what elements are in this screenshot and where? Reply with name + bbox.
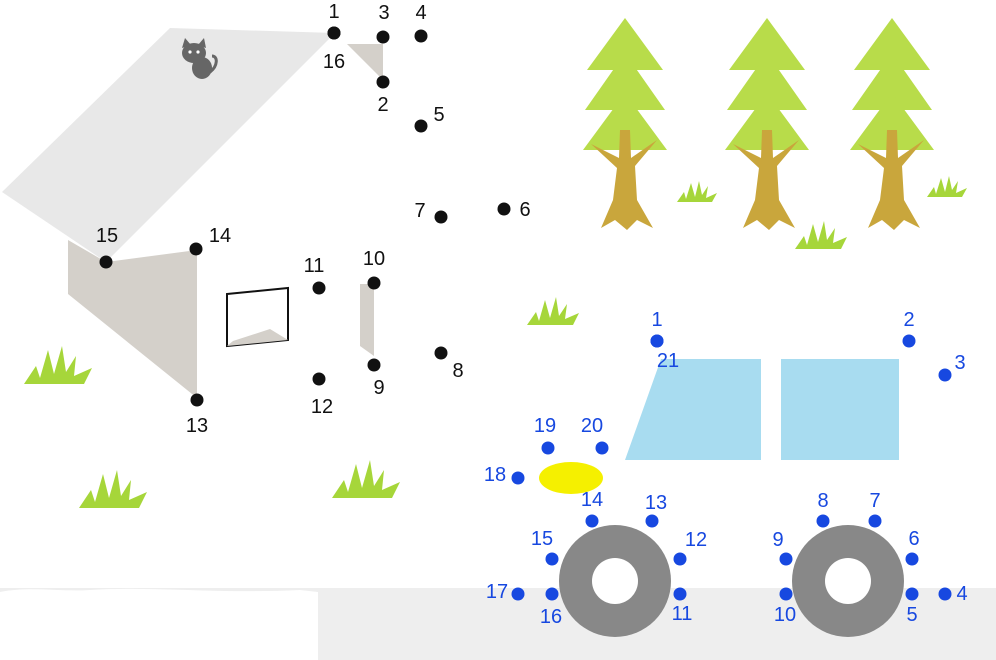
car-dot-label-18: 18 <box>483 464 507 486</box>
grass-icon <box>527 297 579 325</box>
house-wall-side <box>68 240 197 398</box>
house-dot-6 <box>497 202 511 216</box>
car-dot-10 <box>779 587 793 601</box>
house-dot-15 <box>99 255 113 269</box>
car-dot-label-11: 11 <box>671 603 693 625</box>
car-dot-7 <box>868 514 882 528</box>
car-dot-label-21: 21 <box>656 350 680 372</box>
house-dot-label-15: 15 <box>95 225 119 247</box>
car-dot-label-2: 2 <box>903 309 915 331</box>
house-dot-3 <box>376 30 390 44</box>
house-door <box>360 284 374 356</box>
tree-icon <box>725 18 809 230</box>
house-dot-label-16: 16 <box>322 51 346 73</box>
car-dot-label-10: 10 <box>773 604 797 626</box>
house-dot-label-9: 9 <box>373 377 385 399</box>
car-dot-9 <box>779 552 793 566</box>
house-dot-4 <box>414 29 428 43</box>
cat-icon <box>182 38 218 79</box>
car-dot-label-19: 19 <box>533 415 557 437</box>
house-dot-label-11: 11 <box>303 255 325 277</box>
tree-icon <box>850 18 934 230</box>
car-dot-8 <box>816 514 830 528</box>
car-dot-label-13: 13 <box>644 492 668 514</box>
house-dot-12 <box>312 372 326 386</box>
car-dot-13 <box>645 514 659 528</box>
car-dot-label-12: 12 <box>684 529 708 551</box>
car-dot-19 <box>541 441 555 455</box>
house-dot-5 <box>414 119 428 133</box>
house-dot-label-14: 14 <box>208 225 232 247</box>
grass-icon <box>927 176 967 197</box>
house-dot-label-13: 13 <box>185 415 209 437</box>
car-wheel-icon <box>792 525 904 637</box>
house-dot-label-2: 2 <box>377 94 389 116</box>
car-dot-3 <box>938 368 952 382</box>
car-dot-5 <box>905 587 919 601</box>
car-dot-label-7: 7 <box>869 490 881 512</box>
house-dot-13 <box>190 393 204 407</box>
car-dot-18 <box>511 471 525 485</box>
house-dot-11 <box>312 281 326 295</box>
house-dot-label-8: 8 <box>452 360 464 382</box>
house-dot-label-1: 1 <box>328 1 340 23</box>
car-dot-16 <box>545 587 559 601</box>
car-dot-label-9: 9 <box>772 529 784 551</box>
house-dot-9 <box>367 358 381 372</box>
house-dot-label-3: 3 <box>378 2 390 24</box>
car-headlight <box>539 462 603 494</box>
grass-icon <box>24 346 92 384</box>
car-dot-2 <box>902 334 916 348</box>
car-dot-label-5: 5 <box>906 604 918 626</box>
house-roof <box>2 28 335 262</box>
car-dot-6 <box>905 552 919 566</box>
car-dot-label-3: 3 <box>954 352 966 374</box>
house-window <box>226 286 289 348</box>
tree-icon <box>583 18 667 230</box>
car-dot-label-20: 20 <box>580 415 604 437</box>
car-dot-17 <box>511 587 525 601</box>
car-dot-21 <box>650 334 664 348</box>
car-dot-label-1: 1 <box>651 309 663 331</box>
car-window-front <box>625 359 761 460</box>
car-window-rear <box>781 359 899 460</box>
car-dot-label-17: 17 <box>485 581 509 603</box>
roof-edge-shadow <box>347 44 383 80</box>
grass-icon <box>795 221 847 249</box>
car-dot-label-14: 14 <box>580 489 604 511</box>
house-dot-16 <box>327 26 341 40</box>
car-dot-label-4: 4 <box>956 583 968 605</box>
car-dot-label-8: 8 <box>817 490 829 512</box>
car-dot-20 <box>595 441 609 455</box>
house-dot-label-5: 5 <box>433 104 445 126</box>
house-dot-10 <box>367 276 381 290</box>
house-dot-2 <box>376 75 390 89</box>
grass-icon <box>79 470 147 508</box>
house-dot-label-12: 12 <box>310 396 334 418</box>
house-dot-8 <box>434 346 448 360</box>
house-dot-14 <box>189 242 203 256</box>
car-dot-label-6: 6 <box>908 528 920 550</box>
car-wheel-icon <box>559 525 671 637</box>
house-dot-label-10: 10 <box>362 248 386 270</box>
house-dot-label-6: 6 <box>519 199 531 221</box>
house-dot-label-4: 4 <box>415 2 427 24</box>
house-dot-label-7: 7 <box>414 200 426 222</box>
car-dot-label-16: 16 <box>539 606 563 628</box>
car-dot-14 <box>585 514 599 528</box>
grass-icon <box>332 460 400 498</box>
ground-snow-left <box>0 588 318 660</box>
car-dot-12 <box>673 552 687 566</box>
car-dot-11 <box>673 587 687 601</box>
car-dot-label-15: 15 <box>530 528 554 550</box>
grass-icon <box>677 181 717 202</box>
house-dot-7 <box>434 210 448 224</box>
car-dot-4 <box>938 587 952 601</box>
car-dot-15 <box>545 552 559 566</box>
